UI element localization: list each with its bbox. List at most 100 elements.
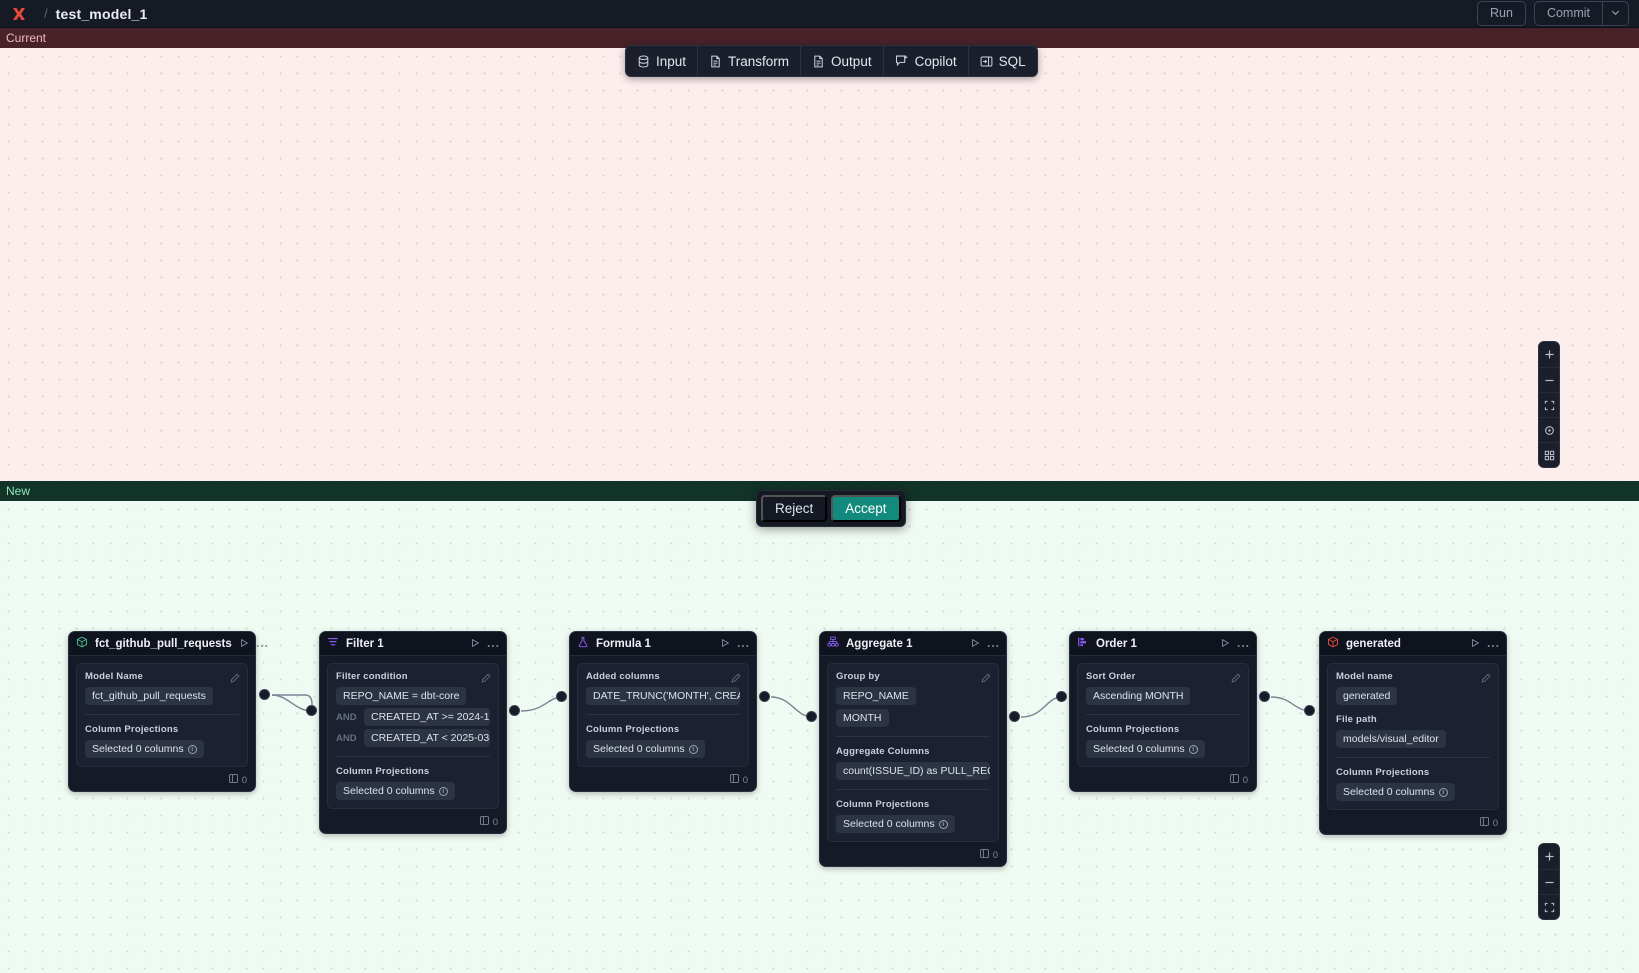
panel-right-icon	[980, 55, 993, 68]
node-fct-github-pull-requests[interactable]: fct_github_pull_requests Model Name fct_…	[68, 631, 268, 792]
play-icon[interactable]	[970, 635, 980, 653]
info-icon[interactable]: i	[688, 744, 698, 754]
node-port-in-formula[interactable]	[556, 691, 567, 702]
tab-label: Transform	[728, 53, 790, 69]
column-count: 0	[1242, 774, 1248, 786]
node-body: Added columns DATE_TRUNC('MONTH', CREATE…	[577, 663, 749, 767]
node-port-in-filter[interactable]	[306, 705, 317, 716]
ellipsis-icon[interactable]	[1487, 635, 1499, 653]
zoom-in-button[interactable]	[1539, 342, 1559, 367]
node-port-in-aggregate[interactable]	[806, 711, 817, 722]
node-header[interactable]: Order 1	[1070, 632, 1256, 656]
aggregate-columns-pill[interactable]: count(ISSUE_ID) as PULL_REQUEST_…	[836, 762, 990, 780]
edit-pencil-icon[interactable]	[1231, 670, 1241, 688]
column-projections-pill[interactable]: Selected 0 columns i	[336, 782, 455, 800]
node-header[interactable]: generated	[1320, 632, 1506, 656]
node-port-in-generated[interactable]	[1304, 705, 1315, 716]
ellipsis-icon[interactable]	[987, 635, 999, 653]
info-icon[interactable]: i	[1438, 787, 1448, 797]
node-header-actions	[470, 635, 499, 653]
commit-split-button[interactable]: Commit	[1533, 1, 1629, 26]
node-aggregate-1[interactable]: Aggregate 1 Group by REPO_NAME MONTH Agg…	[819, 631, 1007, 867]
play-icon[interactable]	[239, 635, 249, 653]
edit-pencil-icon[interactable]	[981, 670, 991, 688]
tab-input[interactable]: Input	[626, 46, 697, 76]
value-pill[interactable]: fct_github_pull_requests	[85, 687, 213, 705]
node-port-out-filter[interactable]	[509, 705, 520, 716]
edit-pencil-icon[interactable]	[731, 670, 741, 688]
node-header[interactable]: Aggregate 1	[820, 632, 1006, 656]
aggregate-icon	[827, 635, 839, 653]
zoom-out-button[interactable]	[1539, 367, 1559, 392]
column-projections-pill[interactable]: Selected 0 columns i	[85, 740, 204, 758]
edit-pencil-icon[interactable]	[481, 670, 491, 688]
malloy-x-logo-icon[interactable]	[10, 5, 28, 23]
node-port-out-source[interactable]	[259, 689, 270, 700]
diff-band-current-label: Current	[6, 31, 47, 45]
edit-pencil-icon[interactable]	[1481, 670, 1491, 688]
section-label: Added columns	[586, 671, 660, 682]
model-name-pill[interactable]: generated	[1336, 687, 1398, 705]
diff-band-current: Current	[0, 28, 1639, 48]
commit-button[interactable]: Commit	[1546, 6, 1590, 20]
column-projections-pill[interactable]: Selected 0 columns i	[836, 815, 955, 833]
target-button[interactable]	[1539, 417, 1559, 442]
column-count: 0	[241, 774, 247, 786]
chevron-down-icon[interactable]	[1602, 2, 1628, 25]
edit-pencil-icon[interactable]	[230, 670, 240, 688]
tab-copilot[interactable]: Copilot	[882, 46, 968, 76]
group-by-pill[interactable]: REPO_NAME	[836, 687, 916, 705]
fit-screen-button[interactable]	[1539, 894, 1559, 919]
play-icon[interactable]	[1470, 635, 1480, 653]
sort-order-pill[interactable]: Ascending MONTH	[1086, 687, 1191, 705]
zoom-out-button[interactable]	[1539, 869, 1559, 894]
tab-sql[interactable]: SQL	[967, 46, 1037, 76]
ellipsis-icon[interactable]	[1237, 635, 1249, 653]
tab-output[interactable]: Output	[800, 46, 883, 76]
node-header[interactable]: Formula 1	[570, 632, 756, 656]
ellipsis-icon[interactable]	[256, 635, 268, 653]
node-body: Sort Order Ascending MONTH Column Projec…	[1077, 663, 1249, 767]
column-projections-pill[interactable]: Selected 0 columns i	[1336, 783, 1455, 801]
node-header[interactable]: fct_github_pull_requests	[69, 632, 268, 656]
tab-transform[interactable]: Transform	[697, 46, 800, 76]
column-projections-pill[interactable]: Selected 0 columns i	[586, 740, 705, 758]
ellipsis-icon[interactable]	[487, 635, 499, 653]
node-port-out-formula[interactable]	[759, 691, 770, 702]
node-port-in-order[interactable]	[1056, 691, 1067, 702]
play-icon[interactable]	[720, 635, 730, 653]
section-label: File path	[1336, 714, 1377, 725]
filter-condition-pill[interactable]: CREATED_AT >= 2024-12-01	[364, 708, 490, 726]
filter-condition-pill[interactable]: CREATED_AT < 2025-03-01	[364, 729, 490, 747]
added-columns-pill[interactable]: DATE_TRUNC('MONTH', CREATED_AT…	[586, 687, 740, 705]
canvas-current[interactable]	[0, 48, 1639, 481]
info-icon[interactable]: i	[187, 744, 197, 754]
info-icon[interactable]: i	[1188, 744, 1198, 754]
info-icon[interactable]: i	[938, 819, 948, 829]
node-filter-1[interactable]: Filter 1 Filter condition REPO_NAME = db…	[319, 631, 507, 834]
pill-text: Selected 0 columns	[1343, 786, 1435, 798]
play-icon[interactable]	[470, 635, 480, 653]
play-icon[interactable]	[1220, 635, 1230, 653]
node-port-out-order[interactable]	[1259, 691, 1270, 702]
filter-condition-row: AND CREATED_AT >= 2024-12-01	[336, 708, 490, 726]
page-title: test_model_1	[55, 5, 148, 22]
ellipsis-icon[interactable]	[737, 635, 749, 653]
filter-condition-pill[interactable]: REPO_NAME = dbt-core	[336, 687, 467, 705]
node-formula-1[interactable]: Formula 1 Added columns DATE_TRUNC('MONT…	[569, 631, 757, 792]
file-path-pill[interactable]: models/visual_editor	[1336, 730, 1446, 748]
reject-button[interactable]: Reject	[761, 495, 828, 522]
node-generated[interactable]: generated Model name generated File path…	[1319, 631, 1507, 835]
grid-button[interactable]	[1539, 442, 1559, 467]
fit-screen-button[interactable]	[1539, 392, 1559, 417]
zoom-in-button[interactable]	[1539, 844, 1559, 869]
node-order-1[interactable]: Order 1 Sort Order Ascending MONTH Colum…	[1069, 631, 1257, 792]
column-projections-pill[interactable]: Selected 0 columns i	[1086, 740, 1205, 758]
info-icon[interactable]: i	[438, 786, 448, 796]
node-header[interactable]: Filter 1	[320, 632, 506, 656]
node-port-out-aggregate[interactable]	[1009, 711, 1020, 722]
run-button[interactable]: Run	[1477, 1, 1526, 26]
group-by-pill[interactable]: MONTH	[836, 709, 889, 727]
section-label: Column Projections	[1086, 714, 1240, 735]
accept-button[interactable]: Accept	[831, 495, 901, 522]
